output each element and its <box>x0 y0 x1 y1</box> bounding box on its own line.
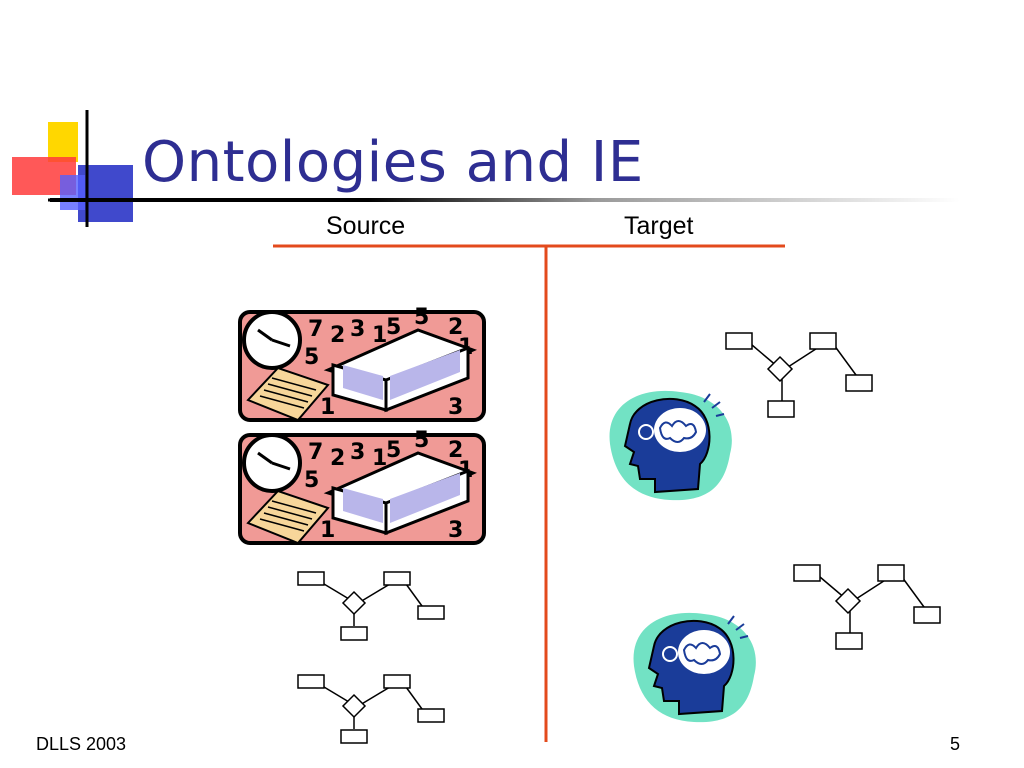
svg-text:3: 3 <box>350 440 365 465</box>
head-with-brain-clipart <box>609 390 732 501</box>
ontology-tree-diagram-icon <box>297 571 445 641</box>
target-column-heading: Target <box>624 212 694 240</box>
svg-text:2: 2 <box>448 315 463 340</box>
calendar-clock-book-clipart: 723 155 215 13 <box>238 428 486 545</box>
svg-text:5: 5 <box>386 315 401 340</box>
svg-text:1: 1 <box>320 395 335 420</box>
svg-text:7: 7 <box>308 440 323 465</box>
svg-text:2: 2 <box>330 323 345 348</box>
svg-text:1: 1 <box>372 446 387 471</box>
color-block-logo <box>12 110 133 227</box>
svg-text:1: 1 <box>372 323 387 348</box>
svg-text:2: 2 <box>330 446 345 471</box>
svg-text:5: 5 <box>414 305 429 330</box>
svg-text:3: 3 <box>350 317 365 342</box>
svg-text:2: 2 <box>448 438 463 463</box>
svg-text:5: 5 <box>304 468 319 493</box>
svg-text:5: 5 <box>386 438 401 463</box>
ontology-tree-diagram-icon <box>793 564 941 650</box>
svg-text:7: 7 <box>308 317 323 342</box>
page-number: 5 <box>950 734 961 754</box>
svg-text:5: 5 <box>304 345 319 370</box>
svg-text:3: 3 <box>448 518 463 543</box>
svg-text:1: 1 <box>320 518 335 543</box>
svg-text:3: 3 <box>448 395 463 420</box>
footer-text: DLLS 2003 <box>36 734 127 754</box>
slide-title: Ontologies and IE <box>142 130 644 195</box>
title-underline <box>50 198 960 202</box>
svg-text:5: 5 <box>414 428 429 453</box>
source-column-heading: Source <box>326 212 406 240</box>
ontology-tree-diagram-icon <box>297 674 445 744</box>
calendar-clock-book-clipart: 723 155 215 13 <box>238 305 486 422</box>
head-with-brain-clipart <box>633 612 756 723</box>
ontology-tree-diagram-icon <box>725 332 873 418</box>
